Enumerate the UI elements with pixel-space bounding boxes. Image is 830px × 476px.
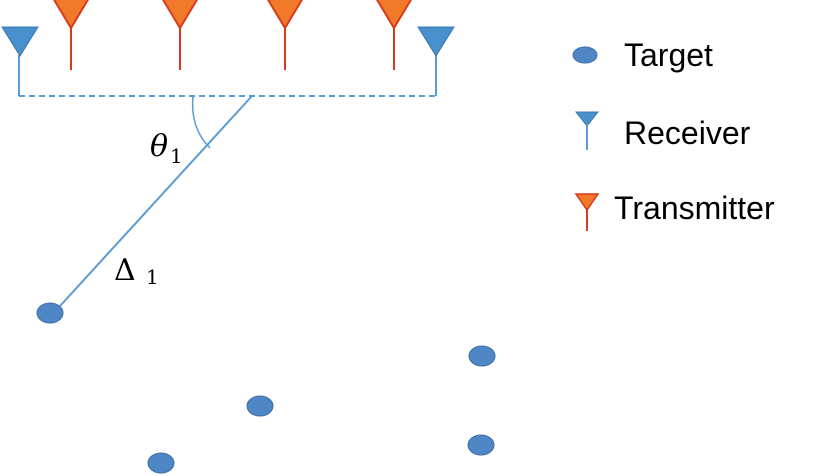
transmitter-icon [53, 0, 89, 30]
theta-subscript: 1 [170, 144, 183, 168]
target-dot [467, 434, 495, 456]
target-legend-icon [572, 46, 598, 64]
transmitter-3 [267, 0, 303, 70]
receiver-legend-icon [574, 111, 600, 127]
transmitter-2 [162, 0, 198, 70]
legend-item-transmitter: Transmitter [574, 190, 775, 231]
transmitter-legend-icon [574, 193, 600, 212]
legend-item-target: Target [572, 37, 713, 73]
target-dot [468, 345, 496, 367]
transmitter-4 [376, 0, 412, 70]
range-line [59, 95, 253, 307]
transmitter-icon [267, 0, 303, 30]
legend-label-transmitter: Transmitter [614, 190, 775, 226]
transmitter-1 [53, 0, 89, 70]
array-baseline [18, 55, 437, 97]
target-dot [36, 302, 64, 324]
receiver-left [1, 26, 39, 57]
transmitter-icon [376, 0, 412, 30]
delta-subscript: 1 [146, 265, 159, 289]
delta-symbol: Δ [114, 253, 136, 288]
legend-label-target: Target [624, 37, 713, 73]
receiver-right [417, 26, 455, 57]
target-dot [147, 452, 175, 474]
theta-symbol: θ [150, 129, 168, 164]
transmitter-icon [162, 0, 198, 30]
legend: Target Receiver Transmitter [572, 37, 775, 231]
legend-item-receiver: Receiver [574, 111, 751, 151]
receiver-icon [1, 26, 39, 57]
target-dot [246, 395, 274, 417]
receiver-icon [417, 26, 455, 57]
legend-label-receiver: Receiver [624, 115, 751, 151]
angle-arc [191, 95, 211, 149]
